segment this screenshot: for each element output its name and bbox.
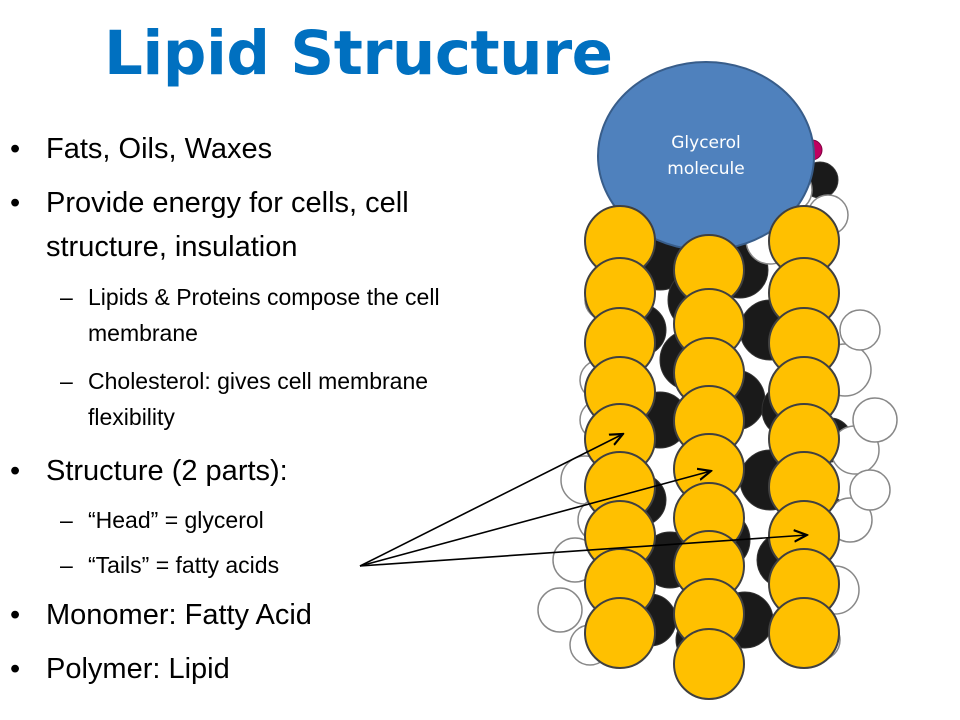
subbullet-text-line-1: Cholesterol: gives cell membrane <box>88 368 429 394</box>
subbullet-text-line-1: Lipids & Proteins compose the cell <box>88 284 440 310</box>
bullet-dot-icon: • <box>10 187 21 219</box>
bullet-text-line-1: Provide energy for cells, cell <box>46 187 409 219</box>
subbullet-text-line-2: flexibility <box>88 404 175 430</box>
bullet-list: • Fats, Oils, Waxes • Provide energy for… <box>10 133 440 685</box>
hydrogen-atom <box>537 587 583 633</box>
subbullet-text: “Head” = glycerol <box>88 507 264 533</box>
hydrogen-atom <box>839 309 881 351</box>
glycerol-label-line-2: molecule <box>667 159 745 179</box>
bullet-dot-icon: • <box>10 133 21 165</box>
slide-title: Lipid Structure <box>104 18 613 89</box>
arrow-to-tail <box>359 434 623 567</box>
fatty-acid-tails <box>584 205 840 700</box>
bullet-dot-icon: • <box>10 653 21 685</box>
glycerol-label: Glycerol molecule <box>636 130 776 182</box>
bullet-dot-icon: • <box>10 455 21 487</box>
subbullet-text: “Tails” = fatty acids <box>88 552 280 578</box>
fatty-acid-bead <box>584 597 656 669</box>
dash-icon: – <box>60 507 73 533</box>
tail-arrows <box>359 434 807 567</box>
bullet-text: Structure (2 parts): <box>46 455 288 487</box>
bullet-text: Polymer: Lipid <box>46 653 230 685</box>
glycerol-label-line-1: Glycerol <box>671 133 741 153</box>
subbullet-text-line-2: membrane <box>88 320 198 346</box>
dash-icon: – <box>60 284 73 310</box>
bullet-text: Fats, Oils, Waxes <box>46 133 273 165</box>
arrow-to-tail <box>359 535 807 567</box>
fatty-acid-bead <box>673 628 745 700</box>
bullet-text-line-2: structure, insulation <box>46 231 298 263</box>
bullet-dot-icon: • <box>10 599 21 631</box>
fatty-acid-bead <box>768 597 840 669</box>
dash-icon: – <box>60 368 73 394</box>
dash-icon: – <box>60 552 73 578</box>
arrow-to-tail <box>359 471 711 567</box>
bullet-text: Monomer: Fatty Acid <box>46 599 312 631</box>
hydrogen-atom <box>849 469 891 511</box>
hydrogen-atom <box>852 397 898 443</box>
